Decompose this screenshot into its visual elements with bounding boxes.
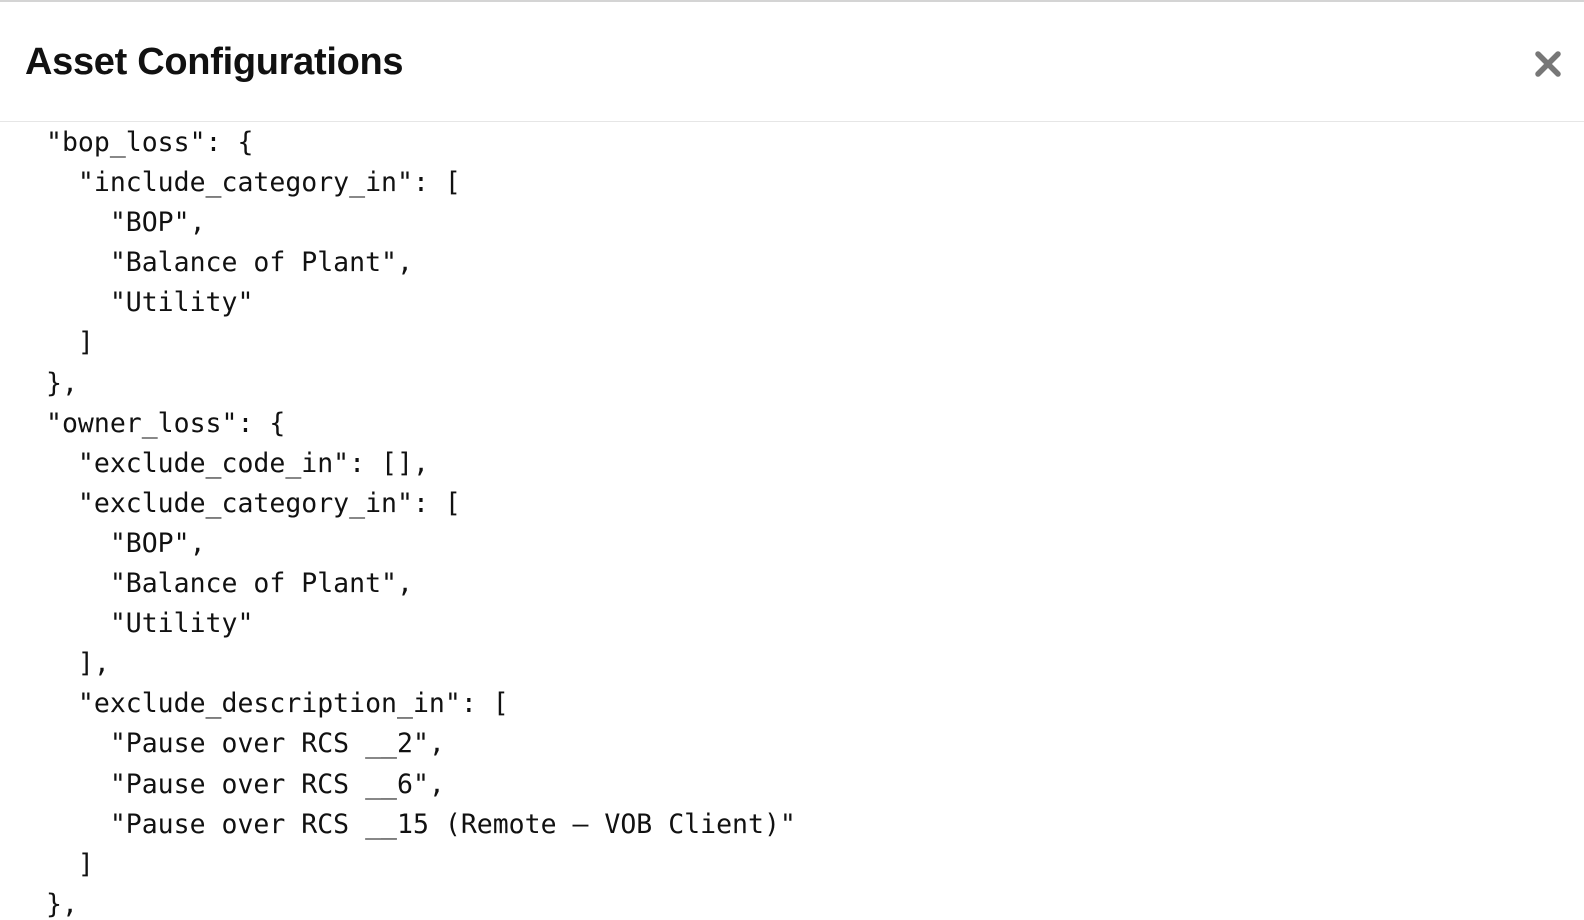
code-line: ] bbox=[46, 327, 94, 359]
code-line: ], bbox=[46, 648, 110, 680]
code-line: "Pause over RCS __15 (Remote – VOB Clien… bbox=[46, 808, 796, 840]
code-line: "BOP", bbox=[46, 527, 206, 559]
code-line: "owner_loss": { bbox=[46, 407, 286, 439]
code-line: "Utility" bbox=[46, 608, 254, 640]
code-line: "include_category_in": [ bbox=[46, 167, 461, 199]
code-line: }, bbox=[46, 367, 78, 399]
dialog-title: Asset Configurations bbox=[25, 41, 404, 83]
code-line: "Pause over RCS __6", bbox=[46, 768, 445, 800]
code-line: "Balance of Plant", bbox=[46, 568, 413, 600]
code-line: "exclude_code_in": [], bbox=[46, 447, 429, 479]
code-line: "exclude_description_in": [ bbox=[46, 688, 509, 720]
dialog-body-scroll-area[interactable]: "bop_loss": { "include_category_in": [ "… bbox=[0, 122, 1584, 920]
code-line: "Pause over RCS __2", bbox=[46, 728, 445, 760]
code-line: "BOP", bbox=[46, 207, 206, 239]
dialog-header: Asset Configurations bbox=[0, 2, 1584, 122]
code-line: "Balance of Plant", bbox=[46, 247, 413, 279]
code-line: }, bbox=[46, 888, 78, 920]
close-icon bbox=[1530, 46, 1566, 82]
code-line: ] bbox=[46, 848, 94, 880]
close-button[interactable] bbox=[1530, 46, 1566, 82]
json-code-viewer: "bop_loss": { "include_category_in": [ "… bbox=[0, 123, 796, 920]
code-line: "exclude_category_in": [ bbox=[46, 487, 461, 519]
code-line: "bop_loss": { bbox=[46, 127, 254, 158]
code-line: "Utility" bbox=[46, 287, 254, 319]
